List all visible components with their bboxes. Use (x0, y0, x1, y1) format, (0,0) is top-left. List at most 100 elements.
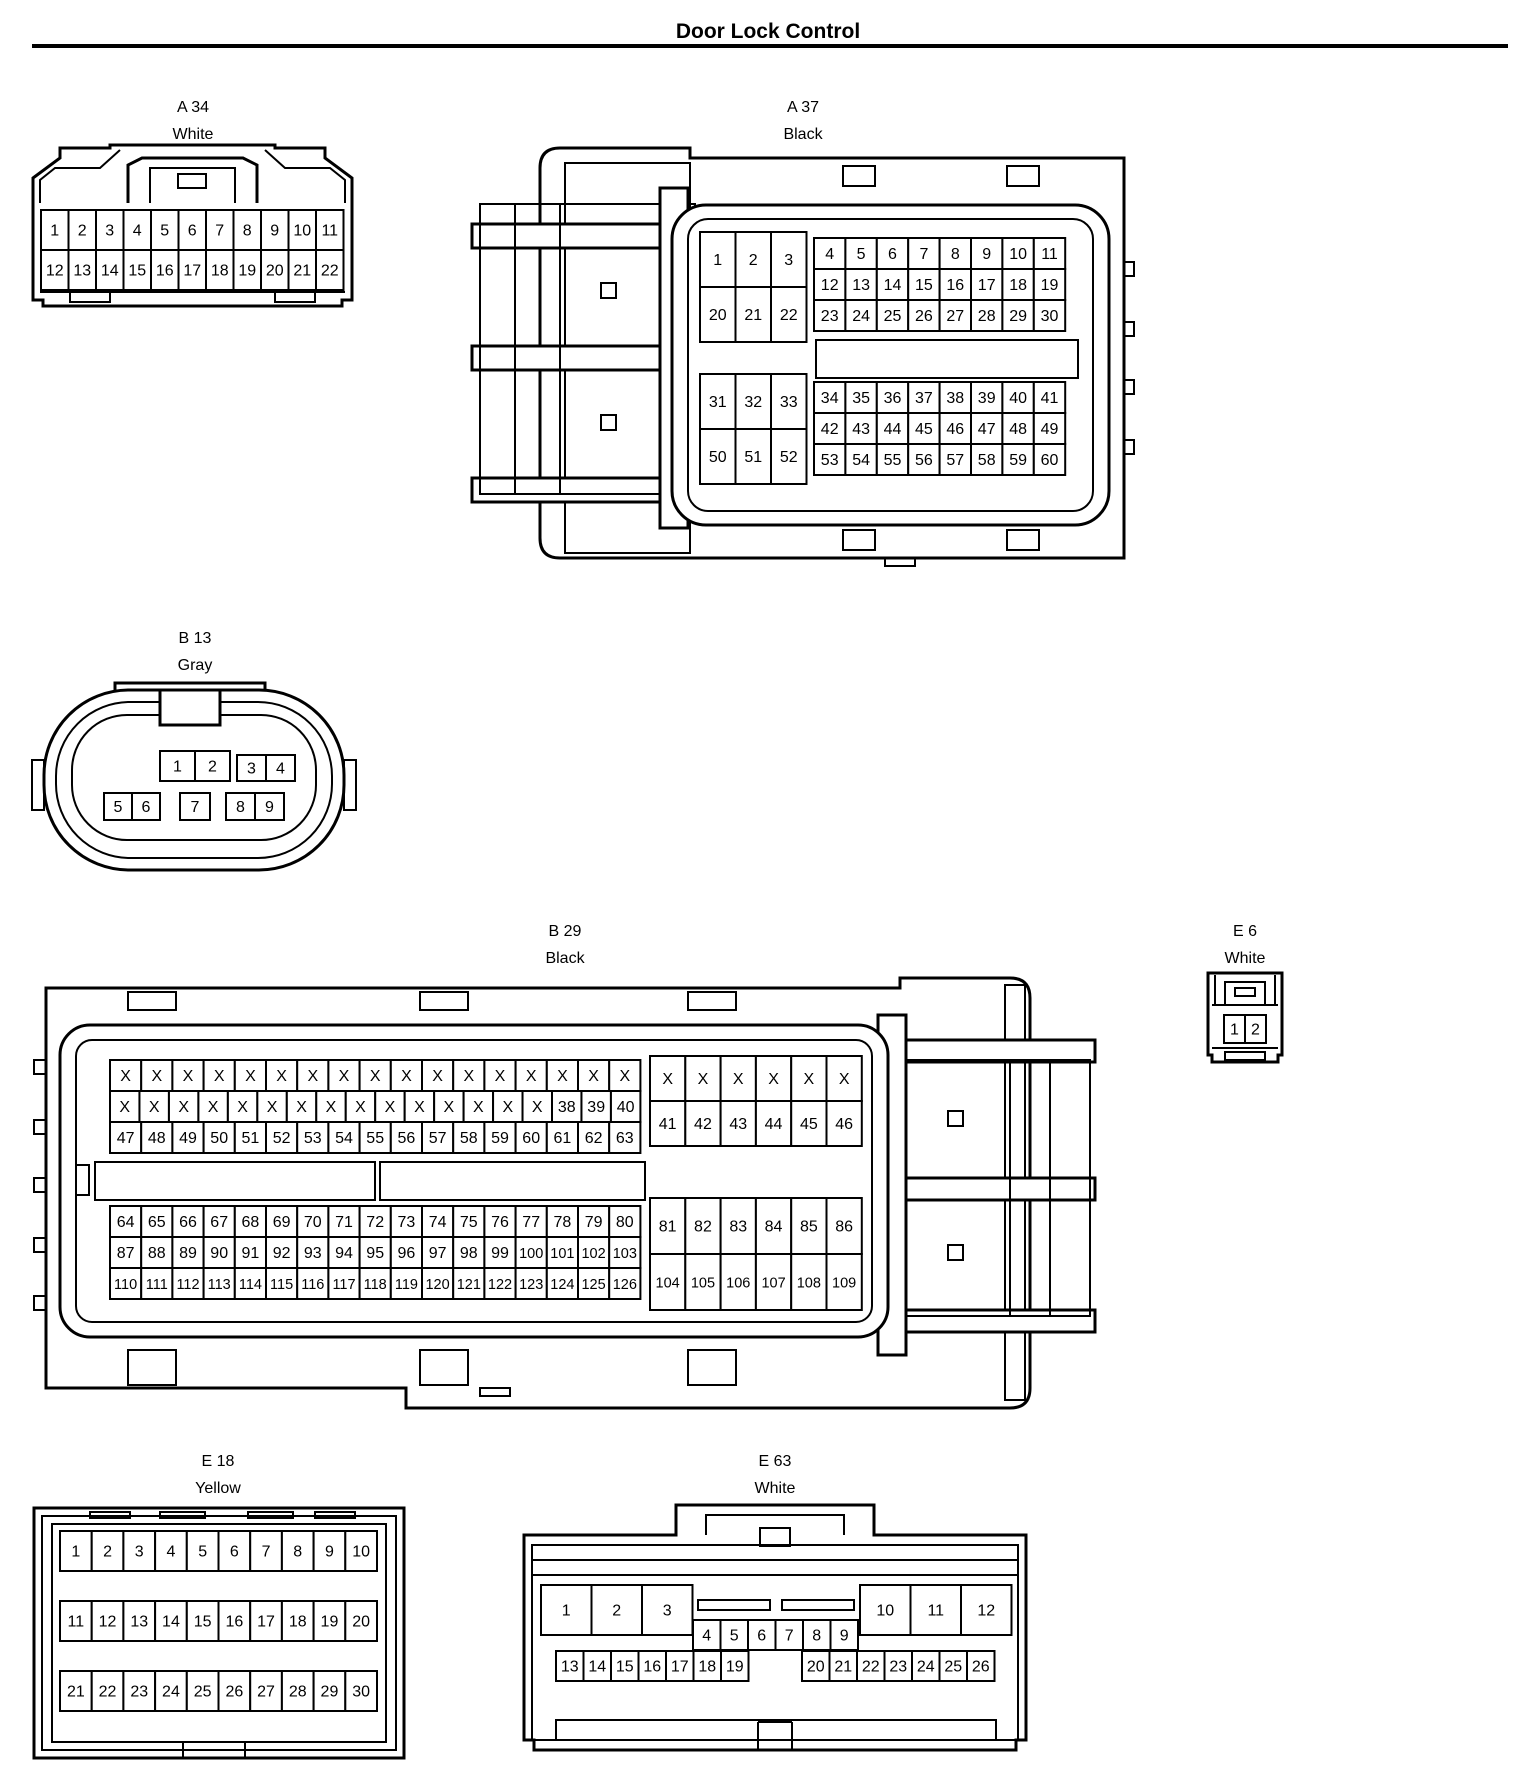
connector-e63-pin: 26 (966, 1650, 996, 1682)
connector-b29-pin: 58 (452, 1121, 486, 1154)
connector-b13-pin-label: 7 (191, 799, 200, 816)
connector-a37-pin-label: 17 (978, 277, 996, 294)
connector-b29-pin: 117 (327, 1267, 361, 1300)
connector-b29-pin: 113 (202, 1267, 236, 1300)
connector-e63-pin: 25 (938, 1650, 968, 1682)
connector-a34-pin: 18 (205, 249, 235, 291)
connector-b29-pin-label: 55 (366, 1130, 384, 1147)
connector-a37-pin-label: 38 (946, 390, 964, 407)
connector-a37-pin: 13 (844, 268, 878, 301)
connector-e63-pin-label: 9 (840, 1628, 849, 1645)
connector-e63-pin: 21 (828, 1650, 858, 1682)
connector-b29-pin: X (462, 1090, 495, 1123)
connector-e63-pin: 13 (555, 1650, 585, 1682)
connector-b29-pin-label: 114 (239, 1277, 262, 1293)
connector-b29-color: Black (545, 950, 585, 967)
connector-b29-pin: 47 (109, 1121, 143, 1154)
connector-a34-pin-label: 20 (266, 263, 284, 280)
connector-a34-housing (31, 143, 354, 308)
connector-e18-pin-label: 2 (103, 1544, 112, 1561)
connector-b29-pin-label: X (355, 1099, 366, 1116)
connector-a37-pin: 10 (1001, 237, 1035, 270)
connector-e63-pin: 24 (911, 1650, 941, 1682)
connector-a37-pin-label: 51 (744, 449, 762, 466)
connector-a37-pin-label: 41 (1041, 390, 1059, 407)
connector-b29-pin-label: X (339, 1068, 350, 1085)
connector-a34-pin-label: 16 (156, 263, 174, 280)
connector-a37-pin: 33 (770, 373, 808, 430)
connector-b29-pin: 67 (202, 1205, 236, 1238)
connector-b29-pin: 73 (389, 1205, 423, 1238)
connector-a37-pin: 6 (875, 237, 910, 270)
connector-b29-pin-label: 45 (800, 1116, 818, 1133)
connector-e63-pin-label: 10 (876, 1603, 894, 1620)
connector-e18-pin-label: 3 (135, 1544, 144, 1561)
connector-e63-pin: 2 (590, 1584, 643, 1636)
connector-e18-pin-label: 10 (352, 1544, 370, 1561)
connector-a37-pin-label: 55 (884, 452, 902, 469)
connector-b29-pin-label: X (414, 1099, 425, 1116)
connector-b29-pin-label: 42 (694, 1116, 712, 1133)
connector-a34-color: White (173, 126, 214, 143)
connector-b29-pin: X (374, 1090, 406, 1123)
connector-b29-pin: 55 (358, 1121, 392, 1154)
connector-e18-pin-label: 19 (321, 1614, 339, 1631)
connector-e63-pin: 20 (801, 1650, 831, 1682)
connector-b29-pin-label: X (502, 1099, 513, 1116)
connector-b29-pin: X (344, 1090, 377, 1123)
connector-e18-color: Yellow (195, 1480, 241, 1497)
connector-b29-pin-label: X (267, 1099, 278, 1116)
connector-b29-pin-label: 60 (522, 1130, 540, 1147)
connector-b29-pin-label: 111 (146, 1277, 168, 1293)
connector-b29-pin: X (138, 1090, 170, 1123)
connector-a37-pin-label: 33 (780, 394, 798, 411)
connector-e18-pin-label: 16 (225, 1614, 243, 1631)
connector-e18-pin: 20 (344, 1600, 378, 1642)
connector-b29-pin-label: 108 (797, 1276, 821, 1292)
connector-a37-pin: 9 (970, 237, 1004, 270)
connector-b29-pin: 62 (577, 1121, 611, 1154)
connector-a34-code: A 34 (177, 99, 209, 116)
connector-e18-pin: 19 (312, 1600, 347, 1642)
connector-a37-pin-label: 15 (915, 277, 933, 294)
connector-b29-pin: X (315, 1090, 347, 1123)
connector-e63-pin-label: 13 (561, 1659, 579, 1676)
connector-a37-pin: 53 (813, 443, 847, 476)
connector-b29-pin: 81 (649, 1197, 687, 1255)
connector-a37-pin-label: 12 (821, 277, 839, 294)
connector-a37-pin: 17 (970, 268, 1004, 301)
connector-a37-pin: 21 (734, 286, 772, 343)
connector-a37-pin: 1 (699, 231, 737, 288)
connector-b29-pin-label: X (208, 1099, 219, 1116)
connector-e63-pin-label: 7 (785, 1628, 794, 1645)
connector-a37-pin-label: 30 (1041, 308, 1059, 325)
connector-b29-pin-label: 59 (491, 1130, 509, 1147)
connector-e18-pin: 29 (312, 1670, 347, 1712)
connector-b29-pin-label: 86 (835, 1219, 853, 1236)
connector-b29-pin-label: 103 (613, 1246, 637, 1262)
connector-b29-pin-label: X (307, 1068, 318, 1085)
connector-b29-pin: X (421, 1059, 455, 1092)
connector-a37-pin-label: 39 (978, 390, 996, 407)
connector-b13-pin: 3 (236, 754, 267, 782)
connector-b29-pin: 56 (389, 1121, 423, 1154)
connector-b29-pin-label: 76 (491, 1214, 509, 1231)
connector-b29-pin-label: 57 (429, 1130, 447, 1147)
connector-e18-pin-label: 30 (352, 1684, 370, 1701)
connector-a37-pin-label: 21 (744, 307, 762, 324)
connector-b29-pin: 40 (609, 1090, 642, 1123)
connector-b29-pin-label: 70 (304, 1214, 322, 1231)
connector-b29-pin-label: X (296, 1099, 307, 1116)
connector-b29-pin: 87 (109, 1236, 143, 1269)
connector-b29-pin: 110 (109, 1267, 143, 1300)
connector-a37-pin-label: 37 (915, 390, 933, 407)
connector-b29-pin: 126 (608, 1267, 642, 1300)
connector-a37-pin: 15 (907, 268, 941, 301)
connector-e6-pin-label: 2 (1251, 1022, 1260, 1039)
connector-b29-housing (33, 976, 1097, 1410)
connector-a37-pin-label: 36 (884, 390, 902, 407)
connector-b29-pin-label: 125 (581, 1277, 605, 1293)
connector-e63-pin: 22 (856, 1650, 886, 1682)
